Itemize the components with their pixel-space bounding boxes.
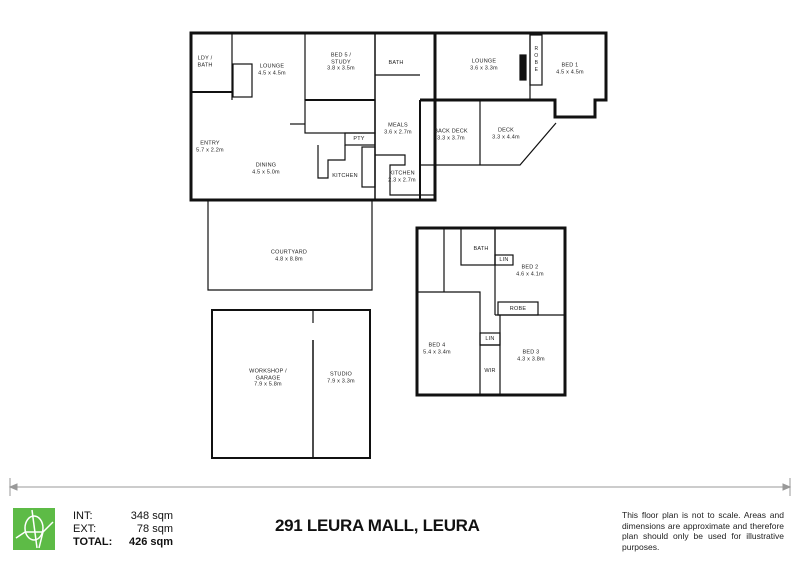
dimension-line xyxy=(8,478,792,496)
room-label-robe: ROBE xyxy=(533,46,540,74)
room-label-wir: WIR xyxy=(484,367,496,374)
floor-plan-drawing xyxy=(8,31,792,496)
total-label: TOTAL: xyxy=(73,536,113,548)
int-value: 348 sqm xyxy=(130,510,173,522)
wall-main-floor xyxy=(189,31,437,202)
room-label-bath: BATH xyxy=(388,59,404,66)
room-label-linen-1: LIN xyxy=(499,256,509,263)
int-label: INT: xyxy=(73,510,93,522)
wall-workshop xyxy=(211,309,371,459)
property-address-title: 291 LEURA MALL, LEURA xyxy=(275,516,480,535)
room-label-pantry: PTY xyxy=(353,135,365,142)
disclaimer-text: This floor plan is not to scale. Areas a… xyxy=(622,510,784,552)
room-label-linen-2: LIN xyxy=(485,335,495,342)
ext-label: EXT: xyxy=(73,523,97,535)
ext-value: 78 sqm xyxy=(136,523,173,535)
room-label-laundry-bath: LDY /BATH xyxy=(197,55,213,69)
total-value: 426 sqm xyxy=(128,536,173,548)
room-label-bath-upper: BATH xyxy=(473,245,489,252)
area-summary: INT: 348 sqm EXT: 78 sqm TOTAL: 426 sqm xyxy=(73,510,173,549)
room-label-robe-upper: ROBE xyxy=(509,305,527,312)
green-compass-logo-icon xyxy=(13,508,55,550)
room-label-kitchen: KITCHEN xyxy=(332,172,358,179)
